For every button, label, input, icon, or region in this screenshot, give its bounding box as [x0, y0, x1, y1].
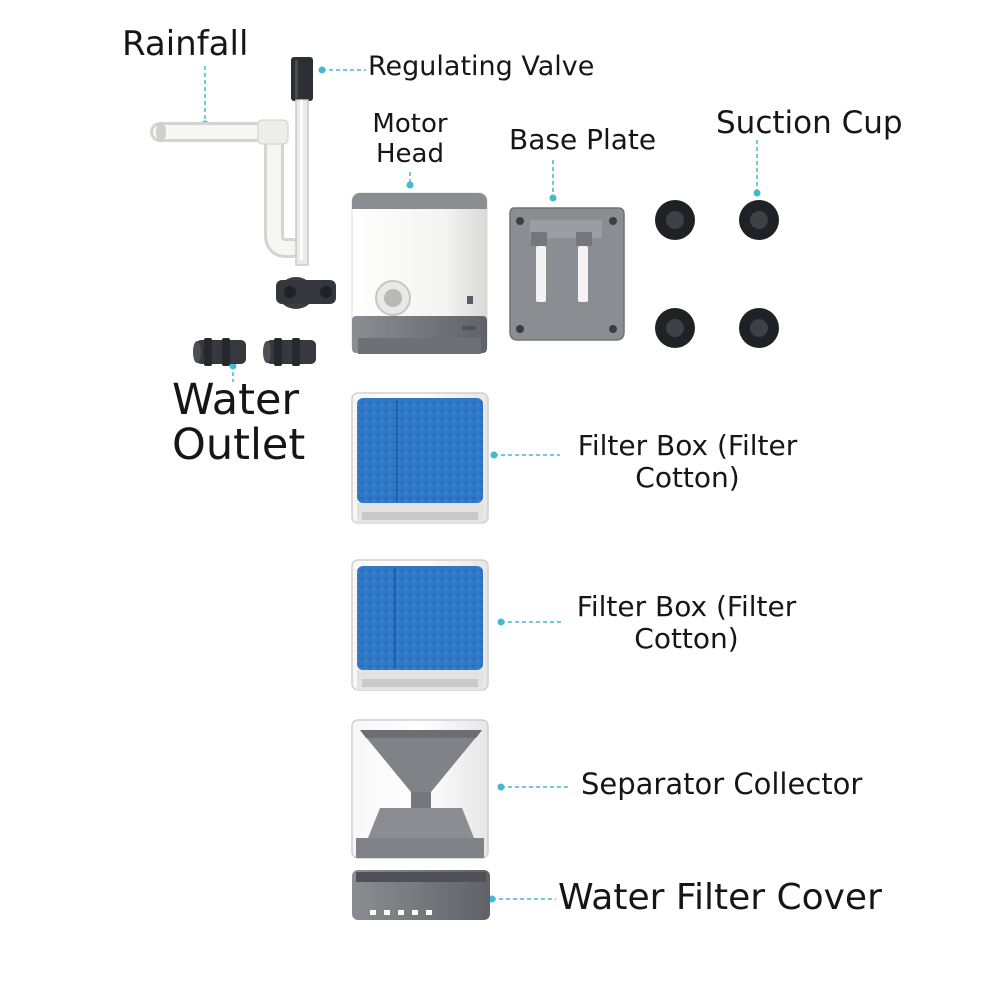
label-regulating-valve: Regulating Valve [368, 51, 595, 82]
label-suction-cup: Suction Cup [716, 105, 903, 141]
label-filter-box-b-line2: Cotton) [634, 622, 739, 656]
label-water-outlet-line2: Outlet [172, 420, 306, 471]
label-motor-head-line1: Motor [372, 109, 448, 139]
label-filter-box-b: Filter Box (Filter Cotton) [564, 590, 809, 656]
label-filter-box-a-line2: Cotton) [635, 461, 740, 495]
label-filter-box-a-line1: Filter Box (Filter [577, 429, 798, 462]
label-rainfall: Rainfall [122, 24, 249, 64]
leader-dots [201, 66, 761, 903]
separator-collector [351, 719, 489, 859]
base-plate [509, 207, 625, 341]
filter-box-a [351, 392, 489, 524]
label-motor-head-line2: Head [376, 138, 444, 169]
label-water-outlet-line1: Water [172, 375, 300, 425]
label-water-filter-cover: Water Filter Cover [558, 877, 882, 918]
label-filter-box-b-line1: Filter Box (Filter [576, 590, 797, 623]
suction-cups [655, 200, 779, 348]
water-filter-cover [352, 870, 490, 920]
leader-lines [204, 66, 758, 900]
label-base-plate: Base Plate [509, 123, 657, 156]
label-filter-box-a: Filter Box (Filter Cotton) [565, 429, 810, 495]
rainfall-pipe [150, 119, 302, 258]
water-outlet-nozzles [193, 338, 316, 366]
label-motor-head: Motor Head [365, 109, 455, 170]
motor-head [351, 192, 488, 354]
filter-box-b [351, 559, 489, 691]
label-separator-collector: Separator Collector [581, 767, 863, 801]
label-water-outlet: Water Outlet [172, 375, 306, 471]
regulating-valve [276, 57, 336, 309]
